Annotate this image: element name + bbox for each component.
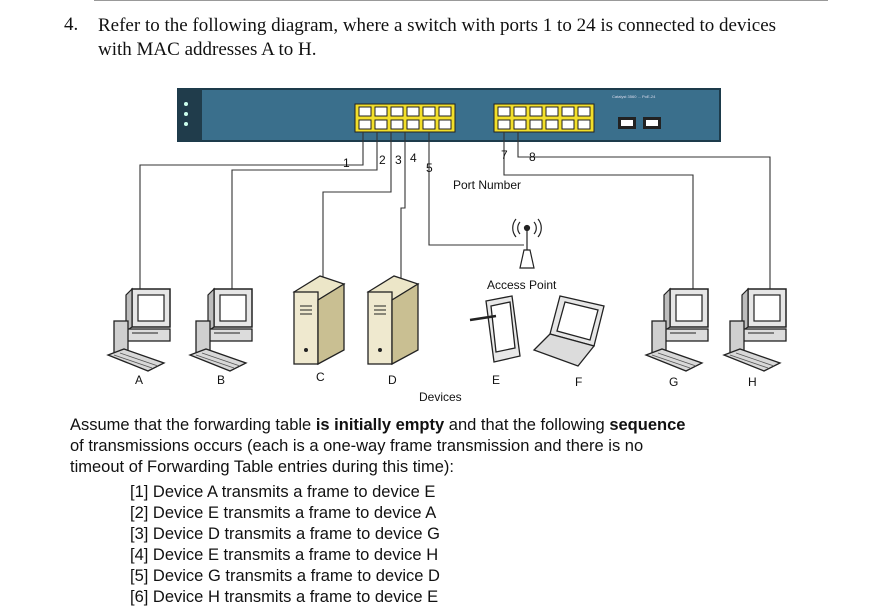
list-item: [1] Device A transmits a frame to device… xyxy=(130,483,436,501)
server-icon-d xyxy=(367,275,419,365)
assumption-line-1: Assume that the forwarding table is init… xyxy=(70,415,810,436)
assumption-paragraph: Assume that the forwarding table is init… xyxy=(70,415,810,478)
device-label-f: F xyxy=(575,375,582,389)
assumption-line-3: timeout of Forwarding Table entries duri… xyxy=(70,458,454,476)
port-label-4: 4 xyxy=(410,151,417,165)
assumption-line-2: of transmissions occurs (each is a one-w… xyxy=(70,437,644,455)
switch-front-panel xyxy=(178,89,202,141)
cables xyxy=(139,132,771,290)
pc-icon-g xyxy=(645,288,709,372)
uplink-ports xyxy=(618,117,661,129)
port-label-7: 7 xyxy=(501,148,508,162)
device-label-e: E xyxy=(492,373,500,387)
laptop-icon-f xyxy=(532,295,605,367)
list-item: [3] Device D transmits a frame to device… xyxy=(130,525,440,543)
top-rule xyxy=(94,0,828,1)
access-point-caption: Access Point xyxy=(487,278,557,292)
pc-icon-b xyxy=(189,288,253,372)
device-label-c: C xyxy=(316,370,325,384)
port-label-2: 2 xyxy=(379,153,386,167)
question-number: 4. xyxy=(64,14,79,35)
switch-model-label: Catalyst 3560 ... PoE-24 xyxy=(612,94,656,99)
assumption-text-1: Assume that the forwarding table xyxy=(70,416,316,434)
pc-icon-h xyxy=(723,288,787,372)
device-label-h: H xyxy=(748,375,757,389)
assumption-text-2: and that the following xyxy=(444,416,610,434)
access-point-icon xyxy=(512,218,542,269)
transmission-sequence-list: [1] Device A transmits a frame to device… xyxy=(130,482,440,608)
port-label-1: 1 xyxy=(343,156,350,170)
list-item: [2] Device E transmits a frame to device… xyxy=(130,504,437,522)
list-item: [6] Device H transmits a frame to device… xyxy=(130,588,439,606)
list-item: [5] Device G transmits a frame to device… xyxy=(130,567,440,585)
assumption-emphasis-2: sequence xyxy=(609,416,686,434)
question-line-2: with MAC addresses A to H. xyxy=(98,39,317,60)
device-label-g: G xyxy=(669,375,678,389)
port-block-right xyxy=(493,103,595,133)
network-diagram: Catalyst 3560 ... PoE-24 xyxy=(107,88,787,404)
question-line-1: Refer to the following diagram, where a … xyxy=(98,15,777,36)
port-label-5: 5 xyxy=(426,161,433,175)
device-label-d: D xyxy=(388,373,397,387)
device-label-a: A xyxy=(135,373,143,387)
port-number-caption: Port Number xyxy=(453,178,521,192)
list-item: [4] Device E transmits a frame to device… xyxy=(130,546,439,564)
port-block-left xyxy=(354,103,456,133)
device-label-b: B xyxy=(217,373,225,387)
assumption-emphasis-1: is initially empty xyxy=(315,416,445,434)
question-text: Refer to the following diagram, where a … xyxy=(98,14,838,62)
devices-caption: Devices xyxy=(419,390,462,404)
pc-icon-a xyxy=(107,288,171,372)
port-label-3: 3 xyxy=(395,153,402,167)
server-icon-c xyxy=(293,275,345,365)
port-label-8: 8 xyxy=(529,150,536,164)
tablet-icon-e xyxy=(469,295,521,363)
